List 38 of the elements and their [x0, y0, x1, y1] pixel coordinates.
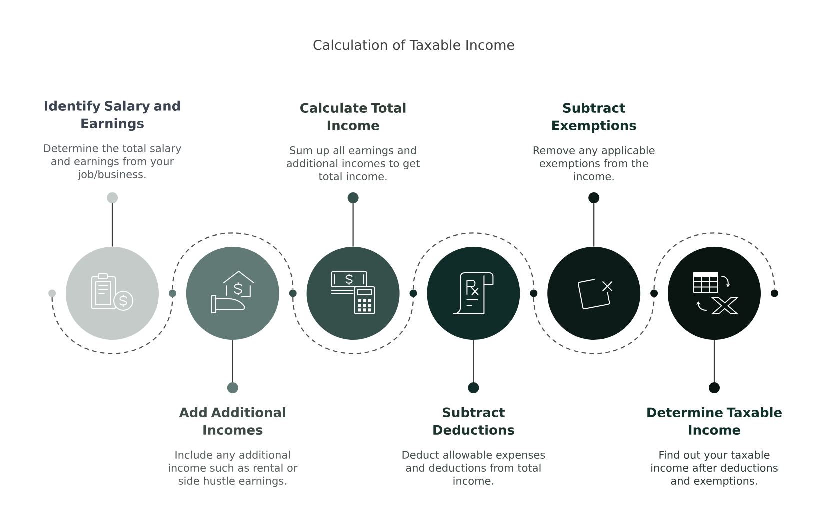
leader-line [107, 192, 118, 247]
step-circle [186, 247, 280, 340]
step-heading: Subtract Deductions [434, 407, 514, 436]
leader-line [348, 192, 359, 247]
step-heading: Calculate Total Income [300, 102, 406, 131]
dashed-arc [533, 297, 655, 354]
step-description: Find out your taxable income after deductions and exemptions. [652, 450, 778, 488]
step-heading: Identify Salary and Earnings [45, 100, 180, 132]
dot [410, 290, 418, 298]
leader-line [588, 192, 600, 247]
dashed-arc [52, 297, 174, 354]
step-heading: Determine Taxable Income [648, 407, 782, 436]
step-heading: Subtract Exemptions [552, 102, 636, 134]
step-circle [548, 247, 641, 340]
dot [530, 290, 538, 298]
step-description: Remove any applicable exemptions from the income. [534, 146, 655, 180]
dashed-arc [654, 232, 776, 290]
dot [770, 290, 778, 298]
leader-line [468, 340, 480, 394]
dot [650, 290, 658, 298]
dot [48, 290, 56, 298]
step-description: Sum up all earnings and additional incomes to get total income. [287, 146, 420, 180]
step-description: Include any additional income such as rental or side hustle earnings. [169, 450, 298, 488]
dashed-arc [292, 297, 414, 354]
step-circle [668, 247, 761, 340]
step-circle [306, 247, 400, 340]
step-description: Deduct allowable expenses and deductions from total income. [402, 450, 546, 485]
step-description: Determine the total salary and earnings from your job/business. [44, 144, 182, 180]
dot [168, 290, 176, 298]
dashed-arc [412, 232, 534, 290]
dot [289, 290, 297, 298]
step-circle [66, 247, 159, 340]
title: Calculation of Taxable Income [314, 40, 514, 50]
leader-line [227, 340, 238, 394]
dashed-arc [172, 232, 294, 290]
step-circle [427, 247, 520, 340]
leader-line [709, 340, 720, 394]
step-heading: Add Additional Incomes [179, 407, 286, 436]
